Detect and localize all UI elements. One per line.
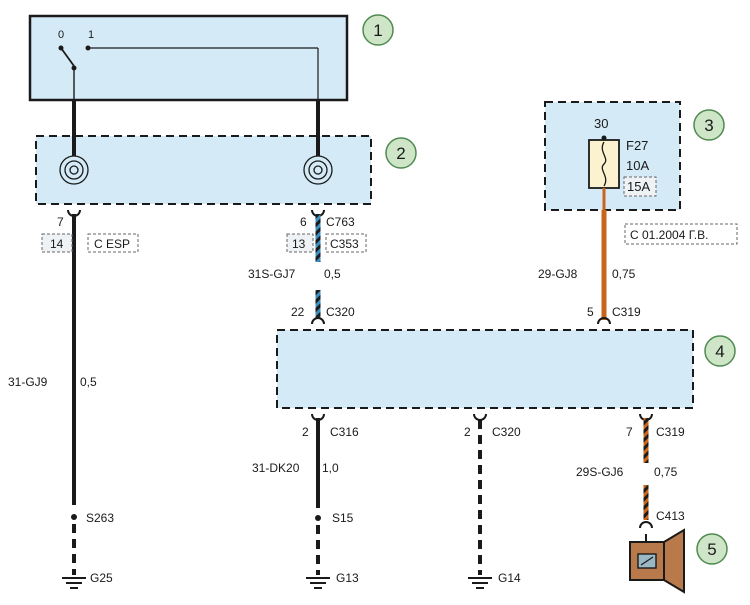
component-4-module — [276, 329, 694, 409]
center-pin-top-label: 6 — [300, 215, 307, 229]
left-wire-size: 0,5 — [80, 375, 97, 389]
callout-2: 2 — [385, 137, 417, 169]
bottom-right-connector-label: C319 — [656, 425, 685, 439]
fuse-name-label: F27 — [626, 138, 648, 153]
switch-box — [28, 14, 349, 102]
ground-g14-icon — [468, 577, 492, 589]
right-top-wire-code: 29-GJ8 — [538, 267, 578, 281]
bottom-left-pin-label: 2 — [302, 425, 309, 439]
switch-lever — [60, 47, 75, 67]
wire-right-top: 29-GJ8 0,75 5 C319 — [538, 210, 641, 325]
note-esp-label: C ESP — [94, 237, 130, 251]
bottom-mid-pin-label: 2 — [464, 425, 471, 439]
component-2-clockspring — [35, 135, 372, 205]
callout-4-label: 4 — [715, 342, 724, 361]
speaker-connector-label: C413 — [656, 509, 685, 523]
right-top-wire-size: 0,75 — [612, 267, 636, 281]
center-wire-code: 31S-GJ7 — [248, 267, 296, 281]
callout-4: 4 — [704, 335, 736, 367]
bottom-left-wire-code: 31-DK20 — [252, 461, 300, 475]
callout-1-label: 1 — [373, 21, 382, 40]
component-3-fusebox: 30 F27 10A 15A — [544, 101, 681, 211]
ground-g25-icon — [62, 577, 86, 589]
fuse-alt-rating-label: 15A — [627, 179, 650, 194]
fuse-terminal-label: 30 — [594, 116, 608, 131]
callout-1: 1 — [362, 14, 394, 46]
callout-3: 3 — [693, 109, 725, 141]
center-wire-size: 0,5 — [324, 267, 341, 281]
splice-s15-label: S15 — [332, 511, 354, 525]
component-1-switch: 0 1 — [28, 14, 349, 102]
splice-s263-dot — [71, 514, 77, 520]
splice-s263-label: S263 — [86, 511, 114, 525]
left-alt-pin-label: 14 — [50, 237, 64, 251]
switch-pos-1-label: 1 — [88, 29, 94, 41]
clockspring-box — [35, 135, 372, 205]
ground-g13-label: G13 — [336, 571, 359, 585]
module-box — [276, 329, 694, 409]
ground-g25-label: G25 — [90, 571, 113, 585]
center-connector-mod-label: C320 — [326, 305, 355, 319]
bottom-right-pin-label: 7 — [626, 425, 633, 439]
center-alt-pin-label: 13 — [292, 237, 306, 251]
note-date-label: C 01.2004 Г.В. — [630, 228, 708, 242]
ground-g13-icon — [306, 577, 330, 589]
bottom-left-wire-size: 1,0 — [322, 461, 339, 475]
right-top-pin-label: 5 — [587, 305, 594, 319]
wire-bottom-left: 2 C316 31-DK20 1,0 S15 G13 — [252, 413, 359, 589]
callout-5-label: 5 — [707, 540, 716, 559]
wire-bottom-mid: 2 C320 G14 — [464, 413, 521, 589]
wire-center: 6 C763 13 C353 31S-GJ7 0,5 22 C320 — [248, 209, 367, 325]
fuse-rating-label: 10A — [626, 158, 649, 173]
callout-2-label: 2 — [396, 144, 405, 163]
right-top-connector-label: C319 — [612, 305, 641, 319]
center-alt-connector-label: C353 — [330, 237, 359, 251]
bottom-right-wire-code: 29S-GJ6 — [576, 465, 624, 479]
wire-left: 7 14 C ESP 31-GJ9 0,5 S263 G25 — [8, 209, 139, 589]
bottom-mid-connector-label: C320 — [492, 425, 521, 439]
center-connector-top-label: C763 — [326, 215, 355, 229]
left-pin-label: 7 — [57, 215, 64, 229]
speaker-icon — [629, 528, 685, 594]
callout-5: 5 — [696, 533, 728, 565]
switch-pos-0-label: 0 — [58, 29, 64, 41]
center-pin-mod-label: 22 — [291, 305, 305, 319]
wire-bottom-right: 7 C319 29S-GJ6 0,75 C413 — [576, 413, 685, 594]
ground-g14-label: G14 — [498, 571, 521, 585]
bottom-right-wire-size: 0,75 — [654, 465, 678, 479]
bottom-left-connector-label: C316 — [330, 425, 359, 439]
callout-3-label: 3 — [704, 116, 713, 135]
left-wire-code: 31-GJ9 — [8, 375, 48, 389]
